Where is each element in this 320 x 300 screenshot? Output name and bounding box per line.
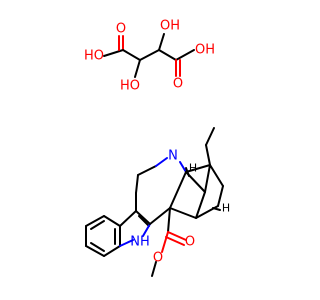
bond <box>142 223 151 237</box>
bond <box>158 49 177 61</box>
bond <box>137 165 157 176</box>
bond <box>217 185 224 207</box>
bond <box>185 164 211 173</box>
bond <box>169 171 187 209</box>
bond <box>90 220 105 230</box>
tartaric-acid: HO O OH OH O HO <box>84 19 215 94</box>
hydroxyl-label: OH <box>195 43 215 58</box>
hydroxyl-label: OH <box>160 19 180 34</box>
bond <box>139 49 160 61</box>
bond <box>135 174 139 194</box>
hydroxyl-label: HO <box>120 79 140 94</box>
stereo-hydrogen-label: H <box>222 202 230 215</box>
bond <box>185 167 190 177</box>
bond <box>134 59 141 78</box>
bond <box>85 215 105 227</box>
hydroxyl-label: HO <box>84 49 104 64</box>
bond <box>122 49 141 61</box>
carbonyl-oxygen-label: O <box>173 77 183 92</box>
ester-oxygen-label: O <box>185 235 195 250</box>
bond <box>151 261 157 277</box>
stereo-hydrogen-label: H <box>189 162 197 175</box>
bond <box>103 49 124 57</box>
amine-nitrogen-label: N <box>168 149 178 164</box>
bond <box>90 242 105 252</box>
bond <box>155 157 168 167</box>
bond <box>119 210 137 227</box>
indole-nh-label: NH <box>130 235 150 250</box>
bond <box>135 210 151 225</box>
bond <box>161 231 169 253</box>
bond <box>158 33 165 51</box>
carbonyl-oxygen-label: O <box>116 22 126 37</box>
bond <box>167 207 171 233</box>
bond <box>209 164 224 187</box>
methoxy-oxygen-label: O <box>153 251 163 266</box>
bond <box>179 161 187 173</box>
bond <box>175 49 195 61</box>
bond <box>195 191 206 219</box>
bond <box>169 207 197 219</box>
bond <box>205 127 215 146</box>
bond <box>212 207 221 211</box>
bond <box>149 207 171 225</box>
alkaloid: N NH O O H H <box>85 127 230 277</box>
bond <box>204 164 211 193</box>
chemical-structure: HO O OH OH O HO <box>84 19 230 277</box>
bond <box>103 245 121 257</box>
bond <box>103 215 121 227</box>
bond <box>205 144 211 166</box>
bond <box>167 231 187 241</box>
bond <box>119 239 134 247</box>
bond <box>165 236 185 246</box>
bond <box>85 245 105 257</box>
bond <box>138 215 150 227</box>
